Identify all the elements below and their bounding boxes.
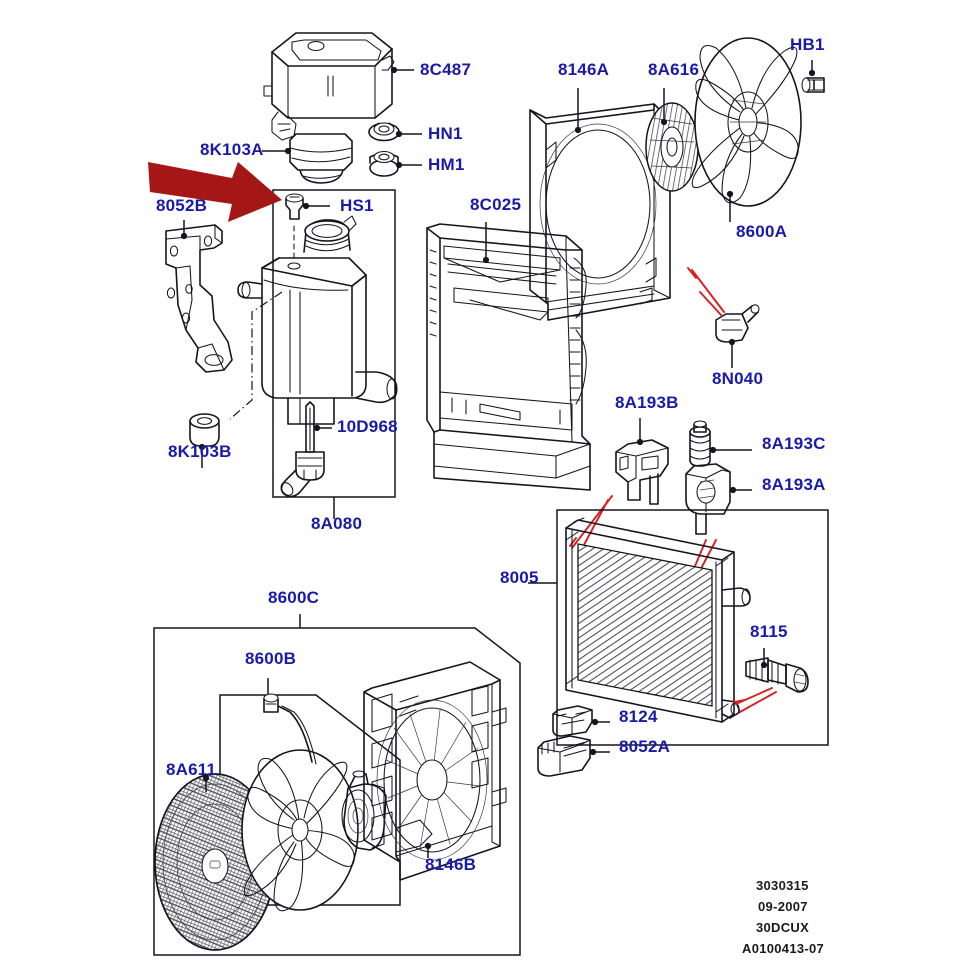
part-HM1-flange-nut-lower [369, 150, 422, 177]
highlight-arrow [148, 162, 282, 222]
part-8146A-fan-shroud [529, 88, 671, 321]
label-8A611: 8A611 [166, 760, 216, 779]
part-10D968-level-sensor [280, 401, 332, 498]
part-8A193C-bush [689, 420, 752, 467]
part-8052A-clip-bracket [537, 735, 610, 777]
label-8052B: 8052B [156, 196, 207, 215]
label-8146A: 8146A [558, 60, 609, 79]
part-8K103A-reservoir-cap [262, 133, 353, 184]
label-8005: 8005 [500, 568, 539, 587]
footer-block: 3030315 09-2007 30DCUX A0100413-07 [742, 878, 824, 956]
part-8146B-lower-shroud [363, 661, 507, 881]
part-8600B-fan-and-motor [241, 693, 387, 912]
centerline-grommet [229, 291, 283, 420]
label-8N040: 8N040 [712, 369, 763, 388]
label-8A193C: 8A193C [762, 434, 826, 453]
footer-line-4: A0100413-07 [742, 941, 824, 956]
label-HS1: HS1 [340, 196, 374, 215]
label-8C487: 8C487 [420, 60, 471, 79]
part-8N040-clip [687, 267, 760, 368]
label-8600B: 8600B [245, 649, 296, 668]
part-8A616-viscous-clutch [645, 88, 699, 192]
part-8124-clip [552, 705, 610, 737]
part-8A080-expansion-tank [237, 215, 398, 425]
part-8005-radiator [565, 517, 751, 723]
group-box-8005 [528, 509, 829, 746]
label-8600A: 8600A [736, 222, 787, 241]
label-8A193B: 8A193B [615, 393, 679, 412]
part-HB1-bolt [801, 60, 825, 93]
group-box-8A080 [272, 189, 396, 519]
label-8600C: 8600C [268, 588, 319, 607]
part-8C487-tank-cover [263, 32, 414, 141]
label-8115: 8115 [750, 622, 788, 641]
label-8K103B: 8K103B [168, 442, 232, 461]
label-8124: 8124 [619, 707, 658, 726]
label-HB1: HB1 [790, 35, 825, 54]
footer-line-1: 3030315 [756, 878, 809, 893]
part-8K103B-grommet [189, 413, 220, 468]
label-HM1: HM1 [428, 155, 465, 174]
footer-line-3: 30DCUX [756, 920, 809, 935]
label-8052A: 8052A [619, 737, 670, 756]
label-10D968: 10D968 [337, 417, 398, 436]
label-8146B: 8146B [425, 855, 476, 874]
part-8052B-bracket [165, 220, 233, 373]
label-8K103A: 8K103A [200, 140, 264, 159]
part-8A193B-mount-bracket [569, 418, 669, 557]
part-8C025-cooling-pack-frame [426, 222, 591, 491]
part-HS1-screw [285, 193, 330, 270]
part-HN1-flange-nut [368, 122, 422, 142]
part-8600A-fan-blade [691, 37, 802, 222]
label-8A080: 8A080 [311, 514, 362, 533]
label-HN1: HN1 [428, 124, 463, 143]
footer-line-2: 09-2007 [758, 899, 808, 914]
label-8A193A: 8A193A [762, 475, 826, 494]
label-8C025: 8C025 [470, 195, 521, 214]
part-8115-drain-plug [733, 648, 809, 713]
callout-labels: 8C487 8K103A HN1 HM1 HS1 8052B 8K103B 10… [156, 35, 826, 874]
label-8A616: 8A616 [648, 60, 699, 79]
group-box-8600C [153, 614, 521, 956]
